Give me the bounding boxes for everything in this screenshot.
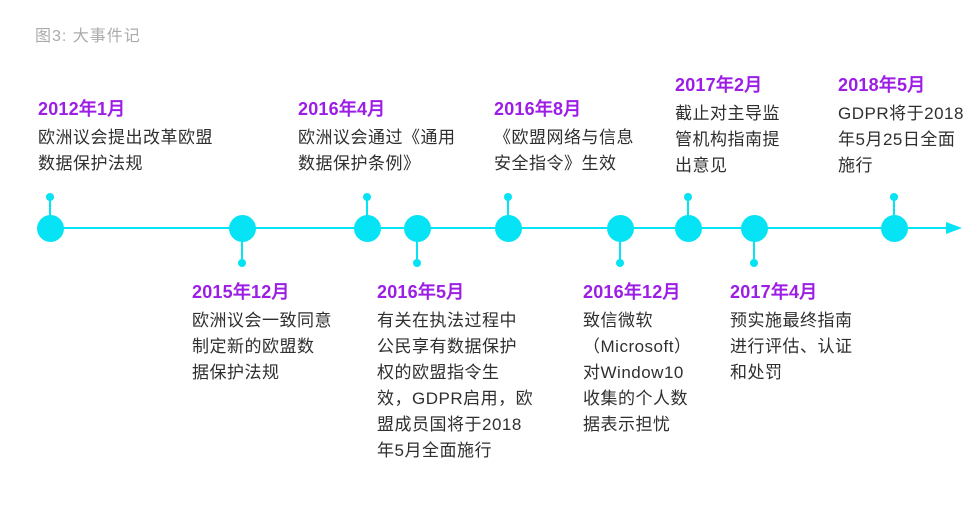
event-text: 《欧盟网络与信息 安全指令》生效 [494,128,634,173]
event-date: 2016年12月 [583,282,681,302]
event-date: 2016年4月 [298,99,386,119]
node-stem [893,197,895,228]
node-stem [753,228,755,263]
node-dot [413,259,421,267]
node-stem [687,197,689,228]
event-text: GDPR将于2018 年5月25日全面 施行 [838,104,964,175]
event-2016-08: 2016年8月 《欧盟网络与信息 安全指令》生效 [494,97,652,177]
event-date: 2012年1月 [38,99,126,119]
event-2016-04: 2016年4月 欧洲议会通过《通用 数据保护条例》 [298,97,470,177]
event-text: 截止对主导监 管机构指南提 出意见 [675,104,780,175]
node-stem [366,197,368,228]
event-text: 预实施最终指南 进行评估、认证 和处罚 [730,311,853,382]
event-2016-12: 2016年12月 致信微软 （Microsoft） 对Window10 收集的个… [583,280,723,438]
event-text: 致信微软 （Microsoft） 对Window10 收集的个人数 据表示担忧 [583,311,692,434]
event-date: 2015年12月 [192,282,290,302]
event-2016-05: 2016年5月 有关在执法过程中 公民享有数据保护 权的欧盟指令生 效，GDPR… [377,280,549,464]
event-date: 2016年8月 [494,99,582,119]
node-stem [49,197,51,228]
node-dot [684,193,692,201]
node-dot [750,259,758,267]
node-stem [507,197,509,228]
event-date: 2016年5月 [377,282,465,302]
event-2017-02: 2017年2月 截止对主导监 管机构指南提 出意见 [675,73,793,179]
node-dot [46,193,54,201]
event-date: 2017年2月 [675,75,763,95]
figure-title: 图3: 大事件记 [35,28,141,45]
event-2017-04: 2017年4月 预实施最终指南 进行评估、认证 和处罚 [730,280,880,386]
event-text: 欧洲议会一致同意 制定新的欧盟数 据保护法规 [192,311,332,382]
event-date: 2017年4月 [730,282,818,302]
node-dot [238,259,246,267]
event-text: 有关在执法过程中 公民享有数据保护 权的欧盟指令生 效，GDPR启用，欧 盟成员… [377,311,534,460]
node-stem [416,228,418,263]
node-stem [619,228,621,263]
event-2018-05: 2018年5月 GDPR将于2018 年5月25日全面 施行 [838,73,972,179]
node-dot [363,193,371,201]
node-dot [616,259,624,267]
timeline-arrowhead-icon [946,222,962,234]
event-2012-01: 2012年1月 欧洲议会提出改革欧盟 数据保护法规 [38,97,238,177]
event-date: 2018年5月 [838,75,926,95]
event-text: 欧洲议会通过《通用 数据保护条例》 [298,128,456,173]
node-stem [241,228,243,263]
node-dot [504,193,512,201]
event-2015-12: 2015年12月 欧洲议会一致同意 制定新的欧盟数 据保护法规 [192,280,364,386]
event-text: 欧洲议会提出改革欧盟 数据保护法规 [38,128,213,173]
node-dot [890,193,898,201]
